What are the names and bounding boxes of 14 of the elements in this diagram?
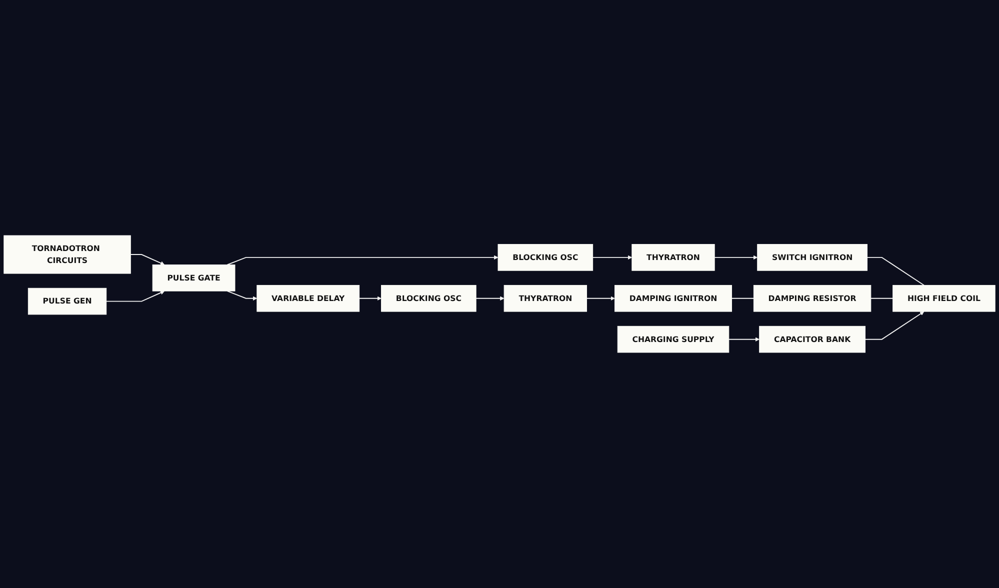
arrow bbox=[358, 296, 382, 301]
arrow bbox=[728, 337, 760, 342]
arrow bbox=[586, 296, 615, 301]
connector bbox=[870, 298, 894, 299]
arrow bbox=[226, 255, 498, 266]
connector bbox=[866, 256, 924, 286]
arrow bbox=[226, 290, 258, 301]
arrow bbox=[106, 290, 165, 302]
arrow bbox=[864, 311, 924, 340]
arrow bbox=[476, 296, 504, 301]
arrow bbox=[130, 254, 165, 266]
arrow bbox=[714, 255, 758, 260]
connector bbox=[731, 298, 754, 299]
arrow bbox=[592, 255, 632, 260]
